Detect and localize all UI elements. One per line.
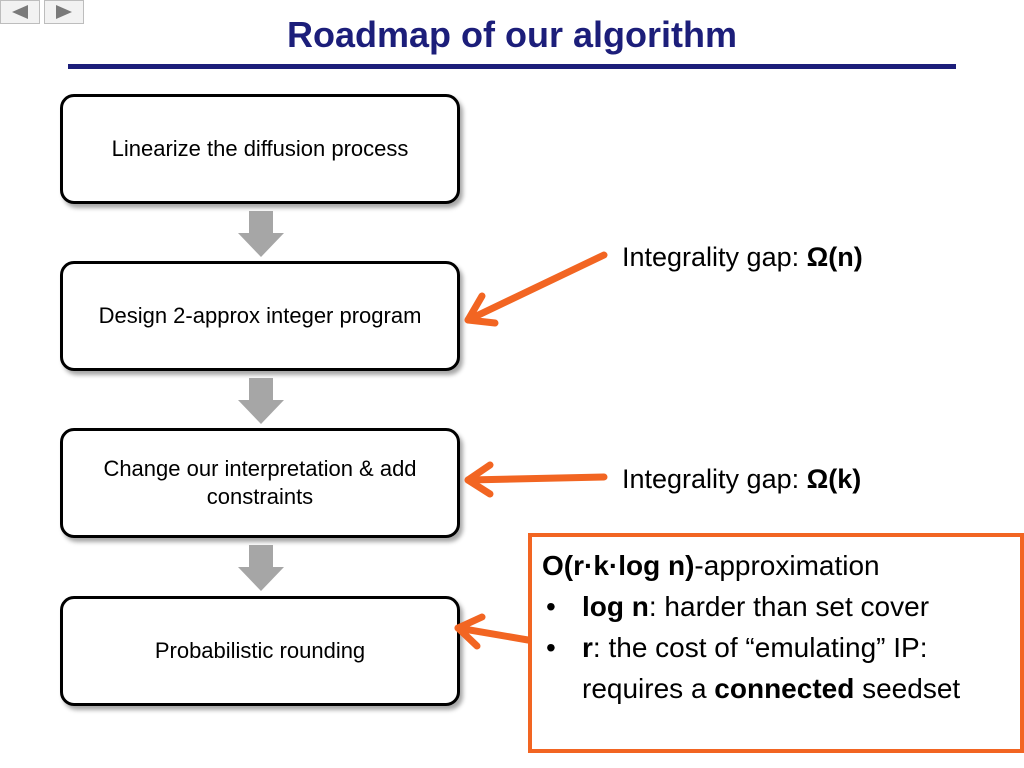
down-arrow-icon xyxy=(238,378,284,424)
triangle-left-icon xyxy=(12,5,28,19)
bullet-emphasis: connected xyxy=(714,673,855,704)
bullet-term: r xyxy=(582,632,593,663)
orange-arrow-icon xyxy=(454,613,532,650)
triangle-right-icon xyxy=(56,5,72,19)
orange-arrow-icon xyxy=(464,461,608,498)
title-underline xyxy=(68,64,956,69)
callout-bullets: log n: harder than set cover r: the cost… xyxy=(542,586,1010,709)
bullet-r: r: the cost of “emulating” IP: requires … xyxy=(542,627,1010,709)
gap-prefix: Integrality gap: xyxy=(622,464,807,494)
bullet-text: seedset xyxy=(854,673,961,704)
gap-prefix: Integrality gap: xyxy=(622,242,807,272)
step-probabilistic-rounding: Probabilistic rounding xyxy=(60,596,460,706)
callout-headline: O(r·k·log n)-approximation xyxy=(542,545,1010,586)
bullet-term: log n xyxy=(582,591,649,622)
down-arrow-icon xyxy=(238,545,284,591)
step-integer-program: Design 2-approx integer program xyxy=(60,261,460,371)
previous-slide-button[interactable] xyxy=(0,0,40,24)
gap-value: Ω(k) xyxy=(806,464,862,494)
step-change-interpretation: Change our interpretation & add constrai… xyxy=(60,428,460,538)
orange-arrow-icon xyxy=(464,251,608,327)
bullet-text: : harder than set cover xyxy=(648,591,930,622)
bullet-log-n: log n: harder than set cover xyxy=(542,586,1010,627)
integrality-gap-label: Integrality gap: Ω(n) xyxy=(622,242,863,273)
gap-value: Ω(n) xyxy=(806,242,863,272)
approximation-ratio: O(r·k·log n) xyxy=(542,550,695,581)
slide-title: Roadmap of our algorithm xyxy=(287,14,737,55)
step-linearize: Linearize the diffusion process xyxy=(60,94,460,204)
bullet-text: : the cost of “emulating” IP: requires a xyxy=(582,632,928,704)
integrality-gap-label: Integrality gap: Ω(k) xyxy=(622,464,861,495)
approximation-callout: O(r·k·log n)-approximation log n: harder… xyxy=(528,533,1024,753)
next-slide-button[interactable] xyxy=(44,0,84,24)
down-arrow-icon xyxy=(238,211,284,257)
headline-suffix: -approximation xyxy=(694,550,880,581)
slide-navigation xyxy=(0,0,84,24)
